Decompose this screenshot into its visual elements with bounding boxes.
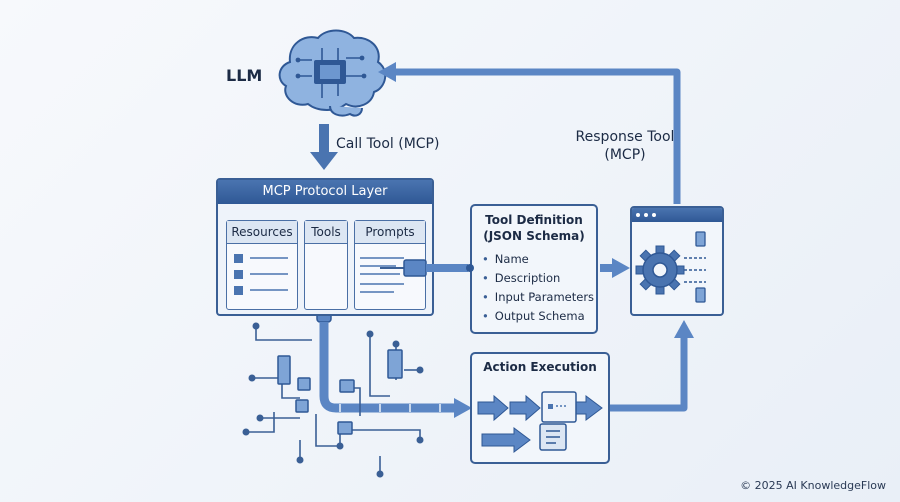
mcp-protocol-layer: MCP Protocol Layer Resources Tools Promp… (216, 178, 434, 316)
action-execution-box: Action Execution (470, 352, 610, 464)
prompts-panel: Prompts (354, 220, 426, 310)
tool-definition-item: Output Schema (482, 307, 596, 326)
window-dot-icon (644, 213, 648, 217)
response-label-line2: (MCP) (604, 147, 646, 163)
brain-chip-icon (278, 29, 387, 117)
resources-tab-label: Resources (227, 221, 297, 244)
response-label-line1: Response Tool (575, 129, 675, 145)
call-tool-label: Call Tool (MCP) (336, 136, 440, 152)
tool-definition-box: Tool Definition (JSON Schema) Name Descr… (470, 204, 598, 334)
tool-definition-item: Description (482, 269, 596, 288)
response-loop-arrow (396, 68, 681, 204)
tools-panel: Tools (304, 220, 348, 310)
tool-definition-title-line1: Tool Definition (485, 213, 583, 227)
mcp-protocol-title: MCP Protocol Layer (218, 180, 432, 204)
copyright-notice: © 2025 AI KnowledgeFlow (740, 479, 886, 492)
tool-definition-list: Name Description Input Parameters Output… (472, 250, 596, 326)
response-tool-label: Response Tool (MCP) (560, 128, 690, 164)
window-dot-icon (652, 213, 656, 217)
prompts-tab-label: Prompts (355, 221, 425, 244)
tool-definition-title-line2: (JSON Schema) (483, 229, 585, 243)
call-arrow-head (310, 152, 338, 170)
call-arrow-shaft (319, 124, 329, 154)
tool-definition-item: Input Parameters (482, 288, 596, 307)
circuit-chips (277, 349, 403, 435)
tool-definition-title: Tool Definition (JSON Schema) (472, 212, 596, 244)
window-dot-icon (636, 213, 640, 217)
response-window-titlebar (632, 208, 722, 222)
action-execution-title: Action Execution (483, 360, 597, 374)
tooldef-to-window-arrow (612, 258, 630, 278)
response-window (630, 206, 724, 316)
tool-definition-item: Name (482, 250, 596, 269)
tools-tab-label: Tools (305, 221, 347, 244)
llm-label: LLM (226, 66, 263, 85)
action-to-response-arrow (610, 336, 688, 412)
resources-panel: Resources (226, 220, 298, 310)
